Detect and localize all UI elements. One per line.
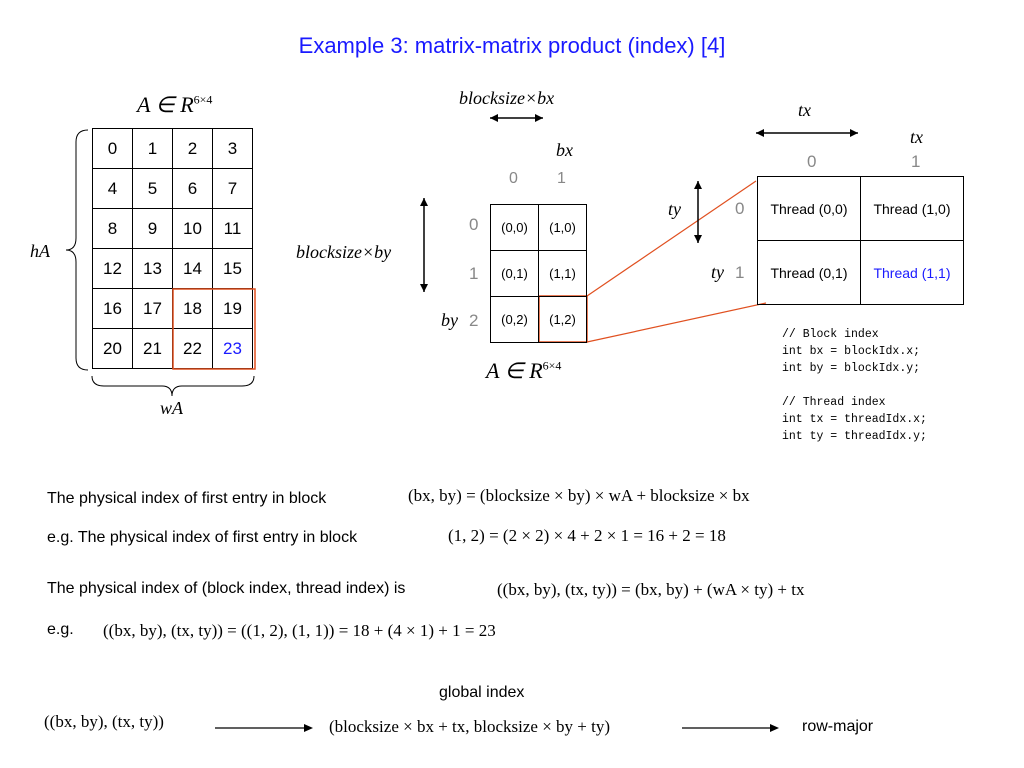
- connector-top: [586, 180, 757, 297]
- code-line: int by = blockIdx.y;: [782, 362, 921, 375]
- block-grid-label: A ∈ R6×4: [486, 358, 562, 383]
- matrix-a-cell: 3: [212, 128, 253, 169]
- thread-grid-row: Thread (0,1)Thread (1,1): [757, 240, 964, 305]
- block-row-index-2: 2: [469, 311, 479, 330]
- explanation-line-3: The physical index of (block index, thre…: [47, 580, 406, 597]
- block-grid: (0,0)(1,0)(0,1)(1,1)(0,2)(1,2): [490, 204, 587, 343]
- matrix-a-cell: 14: [172, 248, 213, 289]
- matrix-a-cell: 16: [92, 288, 133, 329]
- height-label: hA: [30, 241, 50, 261]
- block-row-index-1: 1: [469, 264, 479, 283]
- equation-4: ((bx, by), (tx, ty)) = ((1, 2), (1, 1)) …: [103, 621, 496, 640]
- explanation-line-2: e.g. The physical index of first entry i…: [47, 529, 358, 546]
- block-cell: (0,0): [490, 204, 539, 251]
- thread-cell: Thread (0,1): [757, 240, 861, 305]
- bx-label: bx: [556, 140, 573, 160]
- code-line: int bx = blockIdx.x;: [782, 345, 921, 358]
- thread-col-index-0: 0: [807, 152, 817, 171]
- code-line: // Thread index: [782, 396, 886, 409]
- ty-label: ty: [711, 262, 724, 282]
- thread-col-index-1: 1: [911, 152, 921, 171]
- matrix-a-label: A ∈ R6×4: [137, 92, 213, 117]
- matrix-a-cell: 4: [92, 168, 133, 209]
- thread-cell: Thread (1,1): [860, 240, 964, 305]
- blocksize-by-label: blocksize×by: [296, 242, 392, 262]
- ty-arrow-label: ty: [668, 199, 681, 219]
- tx-arrow-label: tx: [798, 100, 811, 120]
- block-highlight-a: [172, 288, 256, 370]
- matrix-a-cell: 0: [92, 128, 133, 169]
- block-cell: (0,2): [490, 296, 539, 343]
- block-cell: (1,1): [538, 250, 587, 297]
- mapping-left: ((bx, by), (tx, ty)): [44, 712, 164, 731]
- matrix-a-cell: 17: [132, 288, 173, 329]
- block-grid-row: (0,1)(1,1): [490, 250, 587, 297]
- code-line: int tx = threadIdx.x;: [782, 413, 927, 426]
- explanation-line-4: e.g.: [47, 621, 74, 638]
- by-label: by: [441, 310, 458, 330]
- block-col-index-1: 1: [557, 170, 566, 187]
- height-brace: [65, 129, 89, 371]
- code-snippet: // Block index int bx = blockIdx.x; int by…: [782, 326, 927, 445]
- thread-grid: Thread (0,0)Thread (1,0)Thread (0,1)Thre…: [757, 176, 964, 305]
- matrix-a-cell: 10: [172, 208, 213, 249]
- map-arrow-1: [304, 724, 313, 732]
- matrix-a-cell: 20: [92, 328, 133, 369]
- block-col-index-0: 0: [509, 170, 518, 187]
- matrix-a-cell: 12: [92, 248, 133, 289]
- slide-title: Example 3: matrix-matrix product (index)…: [298, 33, 726, 58]
- width-label: wA: [160, 398, 184, 418]
- map-arrow-2: [770, 724, 779, 732]
- block-grid-row: (0,2)(1,2): [490, 296, 587, 343]
- thread-row-index-1: 1: [735, 263, 745, 282]
- matrix-a-cell: 5: [132, 168, 173, 209]
- equation-1: (bx, by) = (blocksize × by) × wA + block…: [408, 486, 750, 505]
- thread-grid-row: Thread (0,0)Thread (1,0): [757, 176, 964, 241]
- equation-3: ((bx, by), (tx, ty)) = (bx, by) + (wA × …: [497, 580, 805, 599]
- tx-label: tx: [910, 127, 923, 147]
- matrix-a-cell: 23: [212, 328, 253, 369]
- thread-cell: Thread (1,0): [860, 176, 964, 241]
- block-cell: (1,0): [538, 204, 587, 251]
- connector-bottom: [586, 302, 767, 343]
- block-grid-row: (0,0)(1,0): [490, 204, 587, 251]
- block-row-index-0: 0: [469, 215, 479, 234]
- matrix-a-cell: 21: [132, 328, 173, 369]
- block-cell: (0,1): [490, 250, 539, 297]
- mapping-right: row-major: [802, 718, 874, 735]
- matrix-a-cell: 15: [212, 248, 253, 289]
- width-brace: [91, 375, 255, 397]
- global-index-label: global index: [439, 684, 525, 701]
- code-line: // Block index: [782, 328, 879, 341]
- matrix-a-cell: 6: [172, 168, 213, 209]
- code-line: [782, 377, 927, 394]
- explanation-line-1: The physical index of first entry in blo…: [47, 490, 327, 507]
- blocksize-bx-label: blocksize×bx: [459, 88, 555, 108]
- code-line: int ty = threadIdx.y;: [782, 430, 927, 443]
- thread-row-index-0: 0: [735, 199, 745, 218]
- matrix-a-cell: 13: [132, 248, 173, 289]
- block-cell: (1,2): [538, 296, 587, 343]
- thread-cell: Thread (0,0): [757, 176, 861, 241]
- equation-2: (1, 2) = (2 × 2) × 4 + 2 × 1 = 16 + 2 = …: [448, 526, 726, 545]
- mapping-middle: (blocksize × bx + tx, blocksize × by + t…: [329, 717, 611, 736]
